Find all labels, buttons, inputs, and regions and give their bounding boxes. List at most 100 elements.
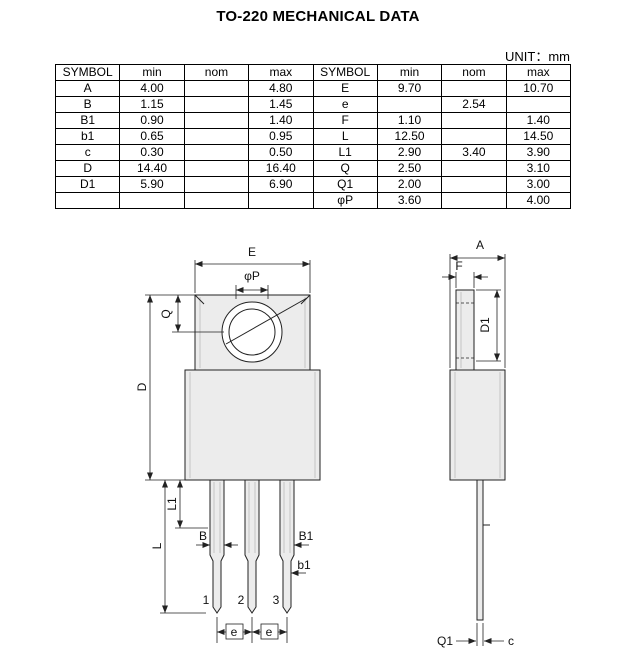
table-cell — [54, 192, 121, 209]
table-cell — [441, 160, 507, 177]
table-cell — [183, 144, 250, 161]
table-cell — [183, 160, 250, 177]
table-cell: 2.90 — [376, 144, 443, 161]
table-cell: B1 — [54, 112, 121, 129]
table-cell: Q — [312, 160, 378, 177]
lead-side — [476, 479, 484, 621]
table-cell: 1.10 — [376, 112, 443, 129]
table-cell: 14.50 — [505, 128, 572, 145]
pin-3 — [279, 479, 295, 614]
table-cell: L1 — [312, 144, 378, 161]
dim-label-e1: e — [231, 625, 238, 639]
table-cell: 1.45 — [248, 96, 314, 113]
table-cell: 3.10 — [505, 160, 572, 177]
page-title: TO-220 MECHANICAL DATA — [216, 8, 420, 25]
table-cell — [376, 96, 443, 113]
table-cell: E — [312, 80, 378, 97]
dim-label-L1: L1 — [165, 497, 179, 511]
column-header: max — [505, 64, 572, 81]
table-cell: 0.50 — [248, 144, 314, 161]
dim-label-F: F — [455, 259, 462, 273]
column-header: SYMBOL — [54, 64, 121, 81]
table-cell — [441, 80, 507, 97]
table-cell: 2.50 — [376, 160, 443, 177]
table-cell — [183, 128, 250, 145]
body-side — [449, 369, 506, 481]
table-cell: 2.00 — [376, 176, 443, 193]
column-header: SYMBOL — [312, 64, 378, 81]
pin-number-1: 1 — [203, 593, 210, 607]
table-cell: 2.54 — [441, 96, 507, 113]
body-front — [184, 369, 321, 481]
table-cell: 0.95 — [248, 128, 314, 145]
table-cell: 4.00 — [119, 80, 185, 97]
table-cell: 3.00 — [505, 176, 572, 193]
table-cell: 4.80 — [248, 80, 314, 97]
table-cell: A — [54, 80, 121, 97]
table-cell: F — [312, 112, 378, 129]
table-cell: L — [312, 128, 378, 145]
column-header: min — [119, 64, 185, 81]
table-cell: 16.40 — [248, 160, 314, 177]
table-cell: D — [54, 160, 121, 177]
pin-number-3: 3 — [273, 593, 280, 607]
dim-label-E: E — [248, 245, 256, 259]
table-cell: 10.70 — [505, 80, 572, 97]
dim-label-Q1: Q1 — [437, 634, 453, 648]
table-cell — [248, 192, 314, 209]
table-cell — [441, 112, 507, 129]
unit-label: UNIT：mm — [505, 49, 570, 64]
mechanical-drawing: E φP Q D L L1 B — [135, 238, 514, 648]
table-cell: B — [54, 96, 121, 113]
table-cell: 0.90 — [119, 112, 185, 129]
column-header: min — [376, 64, 443, 81]
table-cell — [505, 96, 572, 113]
pin-1 — [209, 479, 225, 614]
table-cell — [441, 176, 507, 193]
dim-label-b1: b1 — [297, 558, 311, 572]
side-view-drawing: A F D1 Q1 c — [437, 238, 514, 648]
column-header: max — [248, 64, 314, 81]
table-cell — [183, 176, 250, 193]
table-cell: D1 — [54, 176, 121, 193]
column-header: nom — [441, 64, 507, 81]
table-cell — [183, 192, 250, 209]
table-cell: 4.00 — [505, 192, 572, 209]
pin-number-2: 2 — [238, 593, 245, 607]
table-cell: 5.90 — [119, 176, 185, 193]
dim-label-L: L — [150, 542, 164, 549]
table-cell — [183, 80, 250, 97]
dim-label-D1: D1 — [478, 317, 492, 333]
table-cell: 1.15 — [119, 96, 185, 113]
dim-label-e2: e — [266, 625, 273, 639]
dim-label-D: D — [135, 382, 149, 391]
table-cell — [183, 112, 250, 129]
dim-label-A: A — [476, 238, 484, 252]
dim-label-B1: B1 — [299, 529, 314, 543]
table-cell: 0.30 — [119, 144, 185, 161]
dim-label-B: B — [199, 529, 207, 543]
table-cell: 3.60 — [376, 192, 443, 209]
table-cell: 3.90 — [505, 144, 572, 161]
table-cell: 3.40 — [441, 144, 507, 161]
table-cell — [441, 192, 507, 209]
pin-2 — [244, 479, 260, 614]
table-cell: Q1 — [312, 176, 378, 193]
table-cell: 12.50 — [376, 128, 443, 145]
dim-label-c: c — [508, 634, 514, 648]
table-cell: b1 — [54, 128, 121, 145]
dim-label-Q: Q — [159, 309, 173, 318]
table-cell: 6.90 — [248, 176, 314, 193]
table-cell: e — [312, 96, 378, 113]
table-cell: 14.40 — [119, 160, 185, 177]
